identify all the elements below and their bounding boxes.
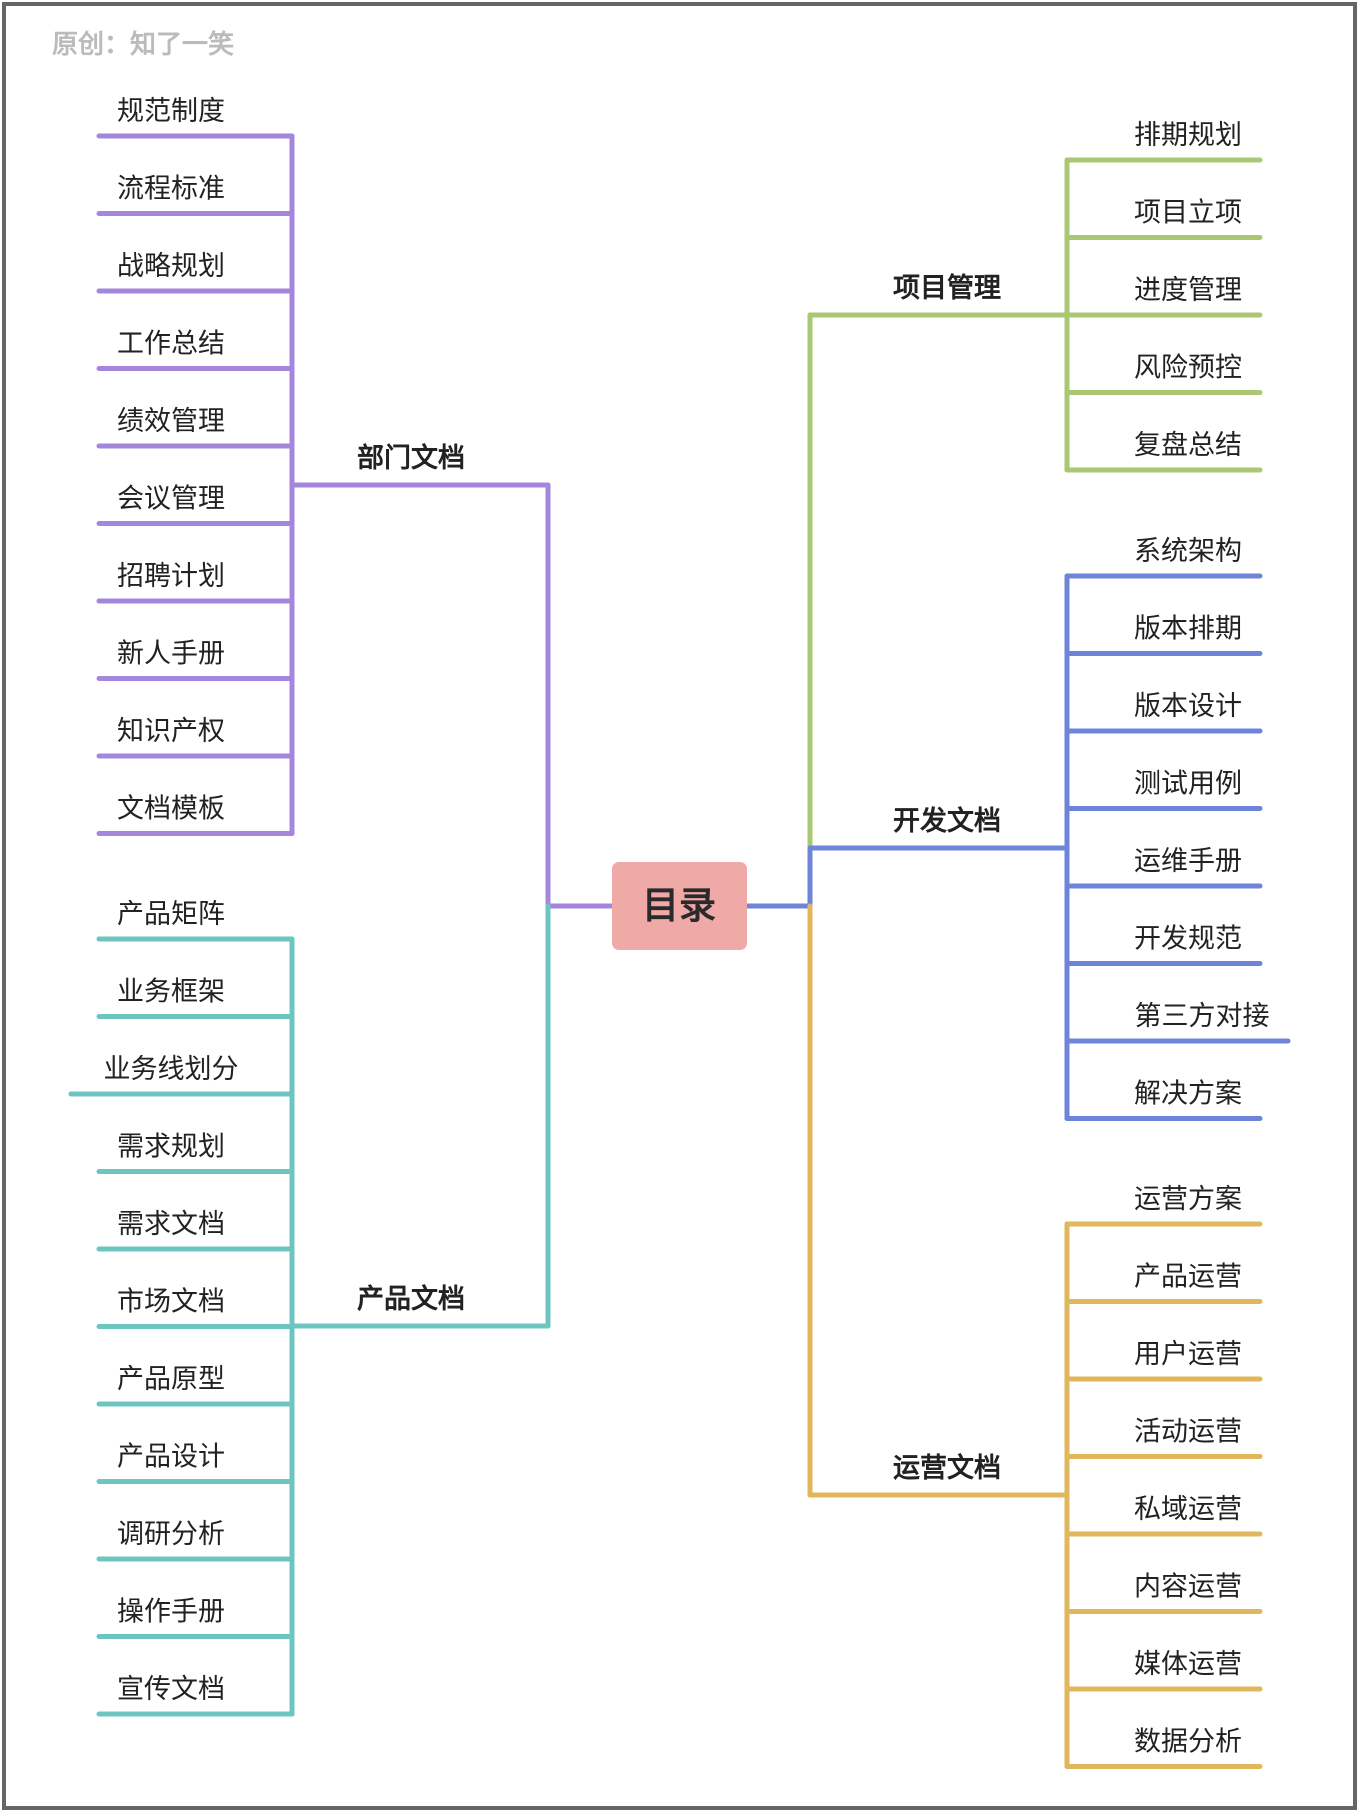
leaf-dept-0: 规范制度 xyxy=(117,96,225,127)
leaf-dev-5: 开发规范 xyxy=(1134,924,1242,955)
leaf-dept-1: 流程标准 xyxy=(117,174,225,205)
branch-label-dev: 开发文档 xyxy=(893,805,1001,837)
leaf-product-10: 宣传文档 xyxy=(117,1674,225,1705)
connector-layer xyxy=(68,133,1291,1769)
leaf-ops-2: 用户运营 xyxy=(1134,1339,1242,1370)
leaf-dev-7: 解决方案 xyxy=(1134,1079,1242,1110)
leaf-project-4: 复盘总结 xyxy=(1134,430,1242,461)
branch-label-product: 产品文档 xyxy=(357,1283,465,1315)
leaf-ops-1: 产品运营 xyxy=(1134,1262,1242,1293)
leaf-dev-0: 系统架构 xyxy=(1134,536,1242,567)
leaf-product-1: 业务框架 xyxy=(117,977,225,1008)
branch-label-ops: 运营文档 xyxy=(893,1452,1001,1484)
leaf-dept-2: 战略规划 xyxy=(117,251,225,282)
leaf-product-8: 调研分析 xyxy=(117,1519,225,1550)
leaf-product-3: 需求规划 xyxy=(117,1132,225,1163)
leaf-dev-6: 第三方对接 xyxy=(1135,1001,1270,1032)
leaf-dept-6: 招聘计划 xyxy=(117,561,225,592)
root-node xyxy=(612,862,747,950)
leaf-product-0: 产品矩阵 xyxy=(117,899,225,930)
leaf-product-9: 操作手册 xyxy=(117,1597,225,1628)
leaf-dev-3: 测试用例 xyxy=(1134,769,1242,800)
leaf-ops-5: 内容运营 xyxy=(1134,1572,1242,1603)
leaf-dev-4: 运维手册 xyxy=(1134,846,1242,877)
leaf-dept-8: 知识产权 xyxy=(117,716,225,747)
leaf-product-7: 产品设计 xyxy=(117,1442,225,1473)
watermark: 原创：知了一笑 xyxy=(52,29,234,60)
leaf-product-6: 产品原型 xyxy=(117,1364,225,1395)
leaf-project-0: 排期规划 xyxy=(1134,120,1242,151)
leaf-product-5: 市场文档 xyxy=(117,1287,225,1318)
leaf-ops-0: 运营方案 xyxy=(1134,1184,1242,1215)
leaf-project-1: 项目立项 xyxy=(1134,198,1242,229)
leaf-ops-7: 数据分析 xyxy=(1134,1727,1242,1758)
root-node-label: 目录 xyxy=(642,884,716,927)
leaf-product-4: 需求文档 xyxy=(117,1209,225,1240)
node-layer: 目录 部门文档 规范制度流程标准战略规划工作总结绩效管理会议管理招聘计划新人手册知识… xyxy=(104,96,1270,1758)
leaf-project-2: 进度管理 xyxy=(1134,275,1242,306)
leaf-dept-9: 文档模板 xyxy=(117,794,225,825)
leaf-dept-3: 工作总结 xyxy=(117,329,225,360)
leaf-project-3: 风险预控 xyxy=(1134,353,1242,384)
leaf-dept-4: 绩效管理 xyxy=(117,406,225,437)
leaf-ops-3: 活动运营 xyxy=(1134,1417,1242,1448)
branch-label-dept: 部门文档 xyxy=(357,442,465,474)
leaf-product-2: 业务线划分 xyxy=(104,1054,239,1085)
branch-label-project: 项目管理 xyxy=(893,273,1001,304)
leaf-dept-5: 会议管理 xyxy=(117,484,225,515)
leaf-dept-7: 新人手册 xyxy=(117,639,225,670)
leaf-ops-4: 私域运营 xyxy=(1134,1494,1242,1525)
leaf-ops-6: 媒体运营 xyxy=(1134,1649,1242,1680)
leaf-dev-1: 版本排期 xyxy=(1134,614,1242,645)
leaf-dev-2: 版本设计 xyxy=(1134,691,1242,722)
